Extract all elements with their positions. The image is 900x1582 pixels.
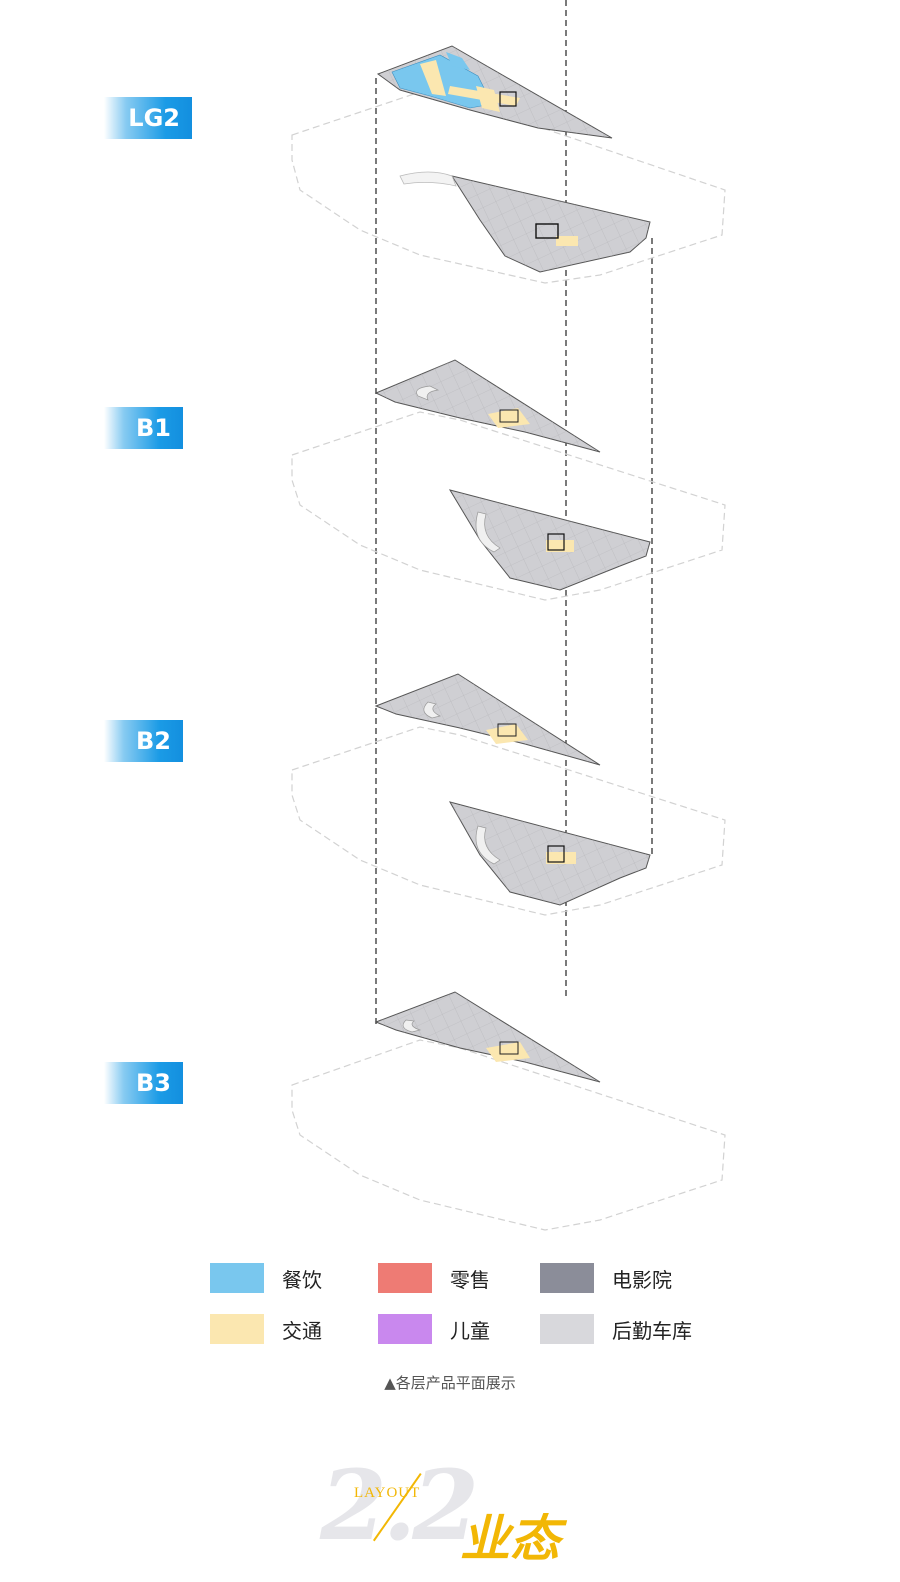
floor-plan-upper-grid bbox=[376, 360, 600, 452]
transport-zone bbox=[488, 408, 530, 428]
exploded-floor-plan-diagram bbox=[291, 0, 726, 1231]
ramp-outline bbox=[416, 385, 440, 401]
ramp-outline bbox=[399, 171, 457, 187]
legend-swatch bbox=[210, 1263, 264, 1293]
ramp-outline bbox=[475, 511, 501, 553]
core-block bbox=[535, 223, 559, 239]
floor-tag-lg2: LG2 bbox=[104, 97, 192, 139]
transport-zone bbox=[486, 1042, 530, 1062]
site-outline bbox=[291, 1039, 726, 1231]
transport-zone bbox=[486, 724, 528, 744]
site-outline bbox=[291, 726, 726, 916]
transport-zone bbox=[476, 86, 500, 112]
legend-swatch bbox=[210, 1314, 264, 1344]
legend-label: 电影院 bbox=[612, 1267, 672, 1292]
floor-tag-b1: B1 bbox=[104, 407, 183, 449]
legend-item-dining: 餐饮 bbox=[210, 1263, 322, 1293]
site-outline bbox=[291, 411, 726, 601]
floor-group-lg2 bbox=[291, 45, 726, 284]
floor-group-b1 bbox=[291, 359, 726, 601]
legend-item-cinema: 电影院 bbox=[540, 1263, 672, 1293]
floor-group-b2 bbox=[291, 673, 726, 916]
floor-group-b3 bbox=[291, 991, 726, 1231]
floor-plan-upper-grid bbox=[376, 674, 600, 765]
transport-zone bbox=[556, 236, 578, 246]
floor-plan-upper-grid bbox=[378, 46, 612, 138]
core-block bbox=[499, 409, 519, 423]
section-chinese-title: 业态 bbox=[460, 1510, 560, 1568]
legend-label: 零售 bbox=[450, 1267, 490, 1292]
core-block bbox=[547, 533, 565, 551]
transport-zone bbox=[546, 540, 574, 552]
dining-zone bbox=[446, 52, 470, 70]
floor-tag-b3: B3 bbox=[104, 1062, 183, 1104]
legend-swatch bbox=[540, 1263, 594, 1293]
core-block bbox=[499, 1041, 519, 1055]
legend: 餐饮 零售 电影院 交通 儿童 后勤车库 bbox=[210, 1263, 730, 1353]
legend-item-logistics-garage: 后勤车库 bbox=[540, 1314, 692, 1344]
legend-item-children: 儿童 bbox=[378, 1314, 490, 1344]
figure-caption: ▲各层产品平面展示 bbox=[384, 1374, 516, 1392]
legend-label: 儿童 bbox=[450, 1318, 490, 1343]
legend-swatch bbox=[378, 1314, 432, 1344]
legend-item-transport: 交通 bbox=[210, 1314, 322, 1344]
ramp-outline bbox=[423, 701, 442, 719]
legend-label: 后勤车库 bbox=[612, 1318, 692, 1343]
transport-zone bbox=[420, 60, 446, 96]
floor-plan-upper-grid bbox=[376, 992, 600, 1082]
core-block bbox=[547, 845, 565, 863]
floor-tag-b2: B2 bbox=[104, 720, 183, 762]
legend-item-retail: 零售 bbox=[378, 1263, 490, 1293]
section-english-title: LAYOUT bbox=[354, 1485, 421, 1501]
legend-swatch bbox=[540, 1314, 594, 1344]
ramp-outline bbox=[402, 1019, 422, 1033]
legend-label: 交通 bbox=[282, 1318, 322, 1343]
core-block bbox=[497, 723, 517, 737]
legend-swatch bbox=[378, 1263, 432, 1293]
section-title: 2.2 LAYOUT 业态 bbox=[320, 1449, 640, 1568]
transport-zone bbox=[546, 852, 576, 864]
core-block bbox=[499, 91, 517, 107]
legend-label: 餐饮 bbox=[282, 1267, 322, 1292]
ramp-outline bbox=[475, 825, 501, 865]
